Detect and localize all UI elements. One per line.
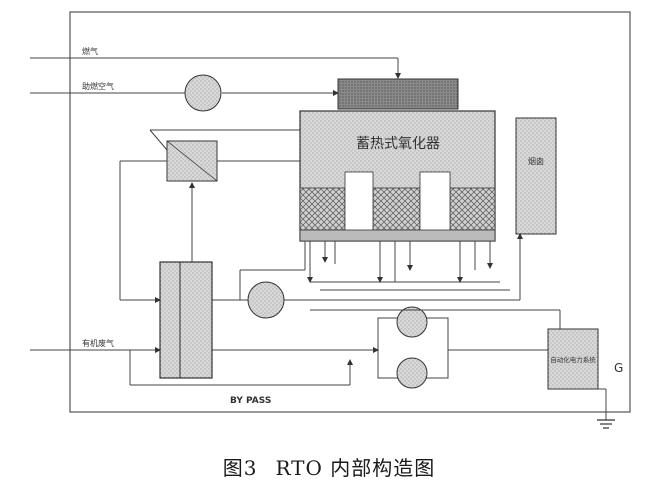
purge-fan-1-icon [396, 306, 428, 338]
upper-return-diag [149, 129, 168, 151]
pretreatment-unit [159, 261, 213, 379]
ground-icon [597, 419, 615, 429]
chimney-box [515, 117, 557, 235]
electrical-label: 自动化电力系统 [550, 355, 596, 364]
outer-frame [69, 11, 631, 413]
bed-1 [299, 187, 346, 231]
main-fan-icon [247, 281, 285, 319]
gas-label: 燃气 [82, 46, 98, 56]
figure-title: RTO 内部构造图 [275, 456, 436, 480]
bed-3 [449, 187, 496, 231]
ground-label: G [614, 361, 623, 375]
oxidizer-base [299, 229, 496, 242]
burner-box [337, 78, 459, 110]
figure-caption: 图3 RTO 内部构造图 [0, 452, 658, 481]
air-fan-icon [184, 74, 222, 112]
purge-fan-2-icon [396, 357, 428, 389]
combustion-air-label: 助燃空气 [82, 81, 114, 91]
oxidizer-label: 蓄热式氧化器 [356, 136, 440, 152]
chimney-label: 烟囱 [528, 156, 544, 166]
electrical-box [547, 328, 599, 390]
bypass-label: BY PASS [230, 396, 271, 406]
bed-2 [372, 187, 421, 231]
figure-number: 图3 [222, 456, 258, 480]
heat-exchanger-diagonal [166, 140, 218, 182]
channel-2 [419, 171, 451, 242]
exhaust-in-label: 有机废气 [82, 338, 114, 348]
